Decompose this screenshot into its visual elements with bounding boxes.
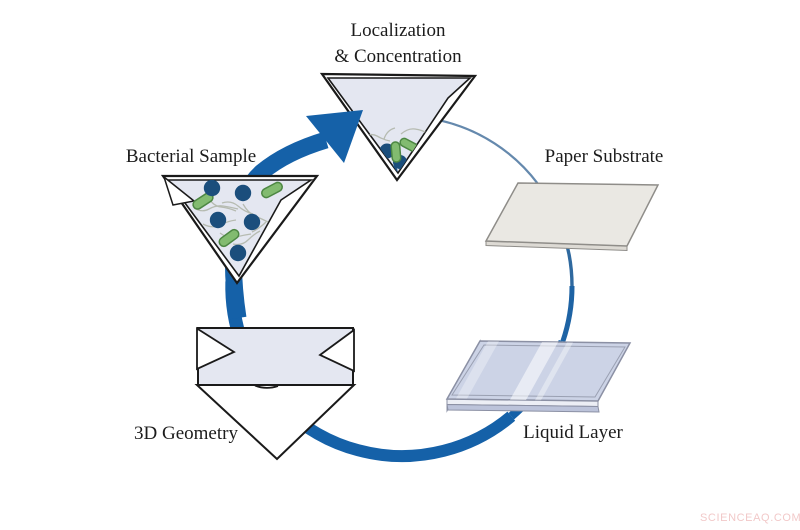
right-notch bbox=[318, 328, 355, 373]
cycle-arrow-head bbox=[306, 110, 363, 163]
localization-funnel bbox=[319, 72, 478, 182]
bacteria-cluster bbox=[192, 180, 283, 262]
gloss-stripe bbox=[456, 341, 499, 399]
unfold-triangle bbox=[194, 384, 357, 461]
gloss-stripe bbox=[510, 342, 558, 400]
label-localization-line2: & Concentration bbox=[334, 46, 462, 67]
watermark-text: SCIENCEAQ.COM bbox=[700, 512, 800, 524]
label-3d-geometry: 3D Geometry bbox=[134, 423, 238, 444]
fold-shadow bbox=[254, 384, 279, 389]
liquid-layer-slab bbox=[445, 339, 632, 413]
green-rod-bacteria bbox=[390, 137, 419, 163]
label-localization-concentration: Localization & Concentration bbox=[334, 18, 461, 70]
paper-substrate-sheet bbox=[484, 182, 660, 252]
gloss-stripe bbox=[535, 342, 573, 401]
geometry-3d-shape bbox=[194, 326, 357, 461]
bacterial-sample-funnel bbox=[160, 174, 320, 285]
left-notch bbox=[196, 326, 236, 371]
label-liquid-layer: Liquid Layer bbox=[523, 422, 623, 443]
label-paper-substrate: Paper Substrate bbox=[544, 146, 664, 167]
label-bacterial-sample: Bacterial Sample bbox=[125, 146, 257, 167]
label-localization-line1: Localization bbox=[350, 20, 446, 41]
corner-fold bbox=[162, 174, 196, 206]
navy-cocci-bacteria bbox=[203, 180, 261, 262]
